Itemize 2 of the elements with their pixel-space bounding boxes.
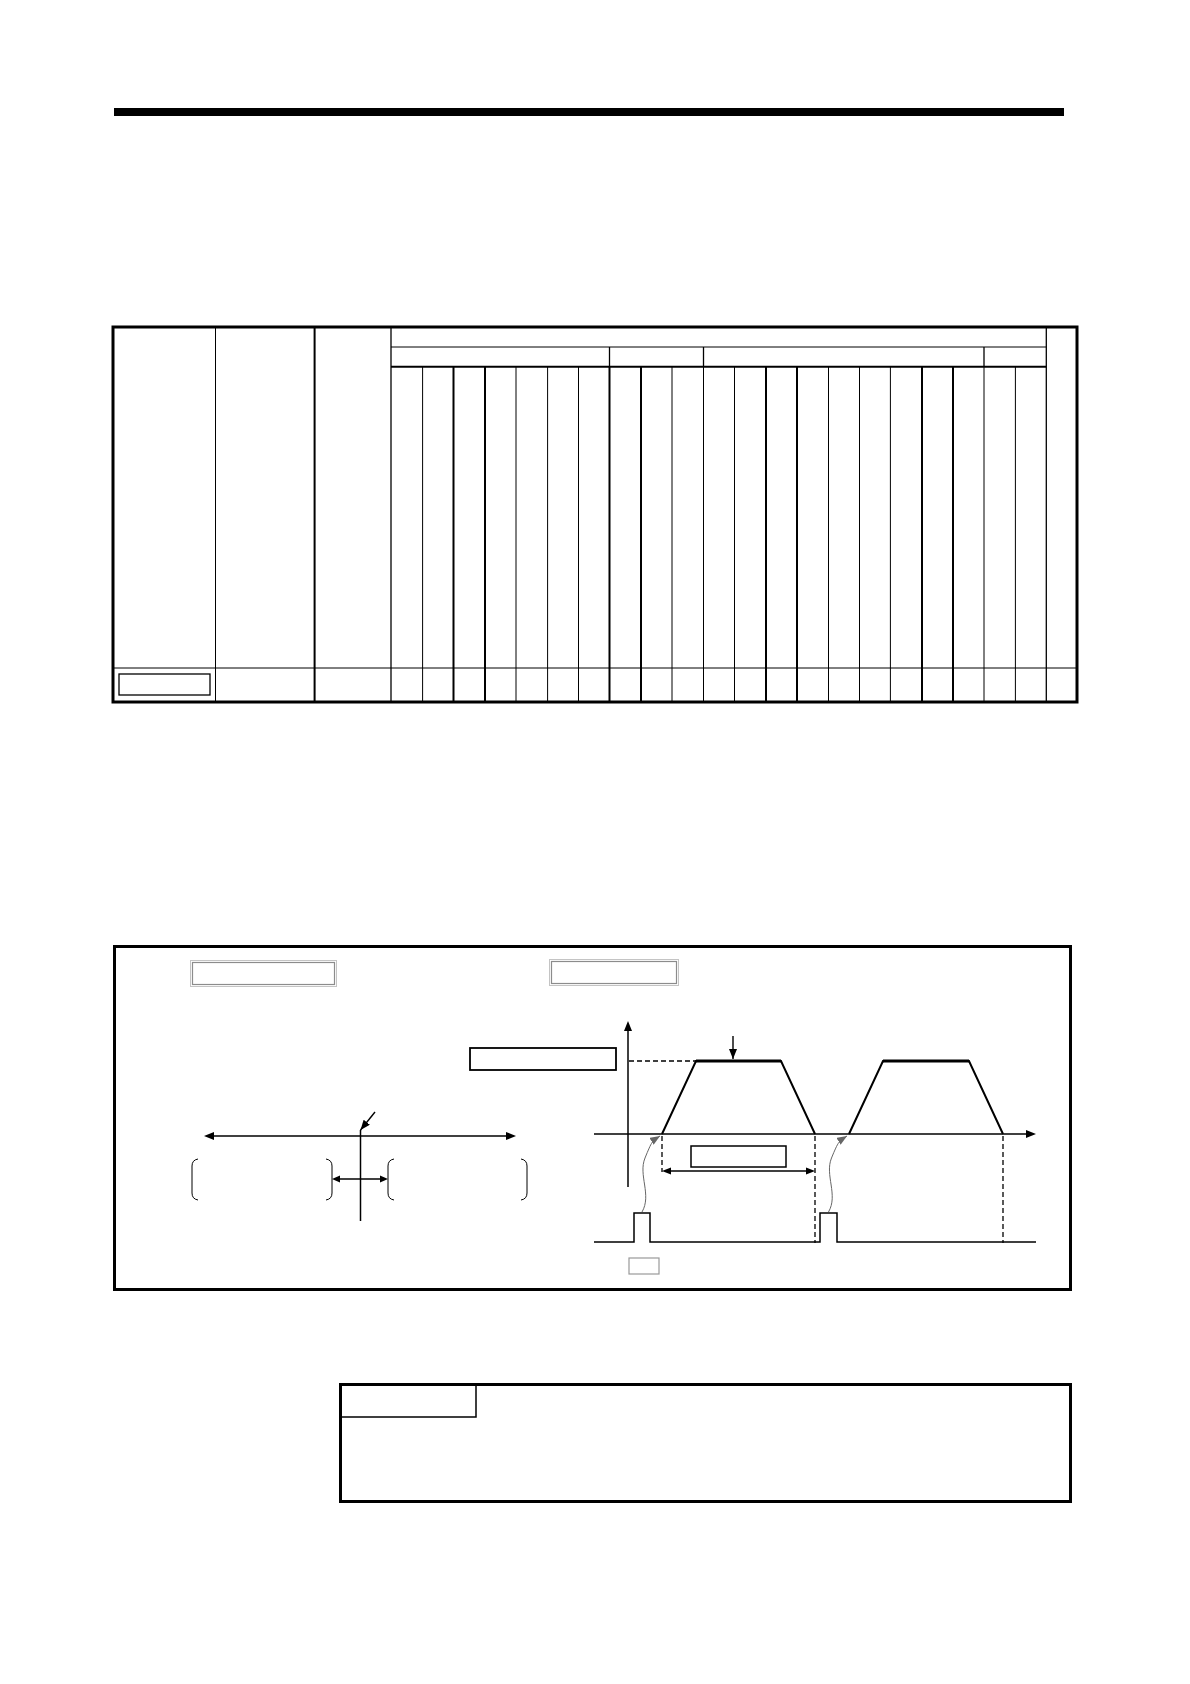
reference-line — [359, 1130, 362, 1221]
arrow — [359, 1111, 376, 1131]
